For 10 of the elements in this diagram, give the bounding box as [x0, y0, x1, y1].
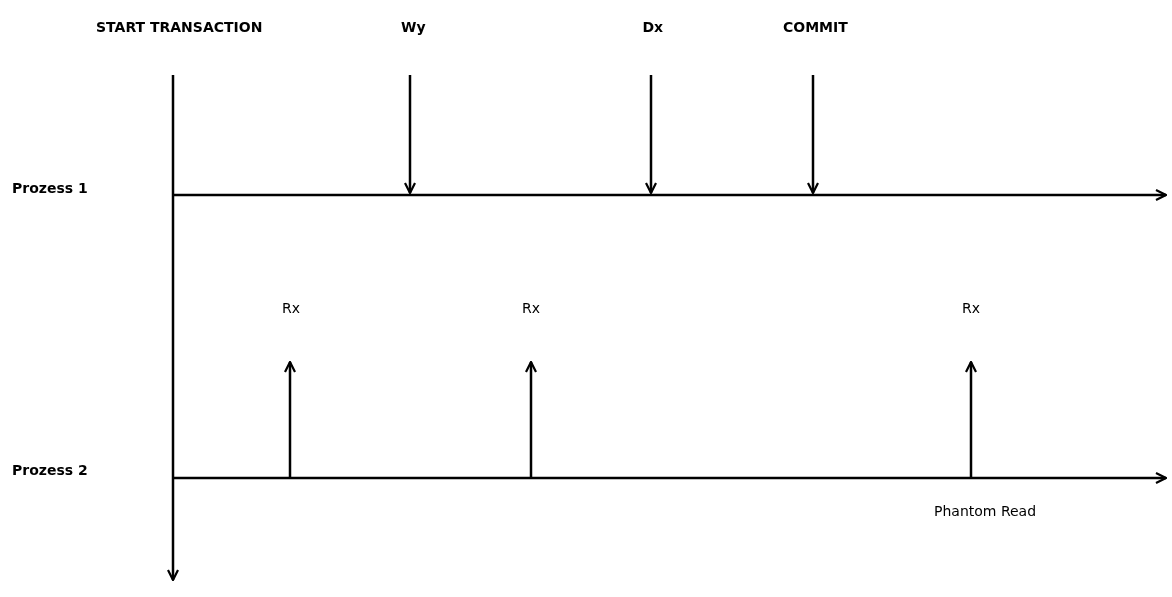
- operation-label: Rx: [282, 300, 300, 316]
- operation-label: Rx: [962, 300, 980, 316]
- column-heading: START TRANSACTION: [96, 19, 263, 35]
- column-heading: COMMIT: [783, 19, 848, 35]
- row-label: Prozess 1: [12, 180, 88, 196]
- column-heading: Dx: [642, 19, 664, 35]
- annotation-text: Phantom Read: [934, 503, 1037, 519]
- column-heading: Wy: [401, 19, 426, 35]
- row-label: Prozess 2: [12, 462, 88, 478]
- operation-label: Rx: [522, 300, 540, 316]
